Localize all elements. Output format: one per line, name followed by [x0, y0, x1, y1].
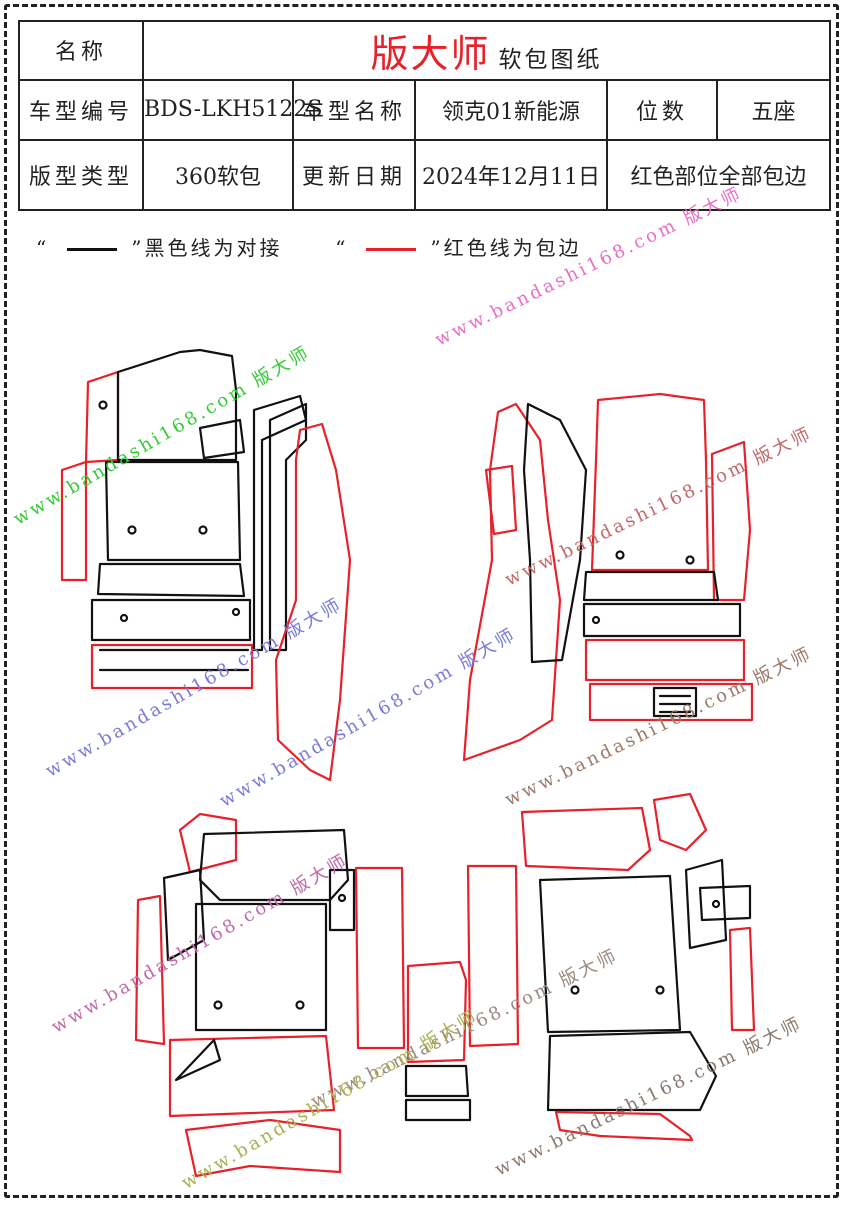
black-line-sample	[67, 248, 118, 251]
title-cell: 版大师软包图纸	[141, 20, 832, 81]
red-line-sample	[366, 248, 417, 251]
model-code-value: BDS-LKH5122S	[142, 78, 322, 142]
line-legend: “”黑色线为对接 “”红色线为包边	[36, 232, 582, 261]
brand-title: 版大师	[370, 31, 491, 76]
page-border	[4, 4, 839, 1198]
front-left-mat	[60, 348, 352, 782]
seats-label: 位数	[606, 78, 718, 142]
quote-open: “	[335, 236, 349, 260]
type-value: 360软包	[142, 139, 294, 211]
black-line-text: 黑色线为对接	[144, 236, 283, 260]
quote-close: ”	[430, 236, 444, 260]
center-tunnel	[404, 960, 472, 1122]
drawing-subtitle: 软包图纸	[498, 46, 603, 73]
info-table: 名称 版大师软包图纸 车型编号 BDS-LKH5122S 车型名称 领克01新能…	[18, 20, 832, 211]
name-label: 名称	[18, 20, 144, 81]
model-name-label: 车型名称	[292, 78, 416, 142]
front-right-mat	[462, 392, 754, 762]
edge-note: 红色部位全部包边	[605, 139, 832, 211]
type-label: 版型类型	[18, 139, 144, 211]
model-name-value: 领克01新能源	[414, 78, 608, 142]
rear-right-mat	[466, 792, 756, 1142]
model-code-label: 车型编号	[18, 78, 144, 142]
seats-value: 五座	[715, 78, 832, 142]
date-value: 2024年12月11日	[414, 139, 608, 211]
red-line-text: 红色线为包边	[443, 236, 582, 260]
quote-open: “	[36, 236, 50, 260]
date-label: 更新日期	[292, 139, 416, 211]
quote-close: ”	[131, 236, 145, 260]
rear-left-mat	[134, 812, 406, 1178]
